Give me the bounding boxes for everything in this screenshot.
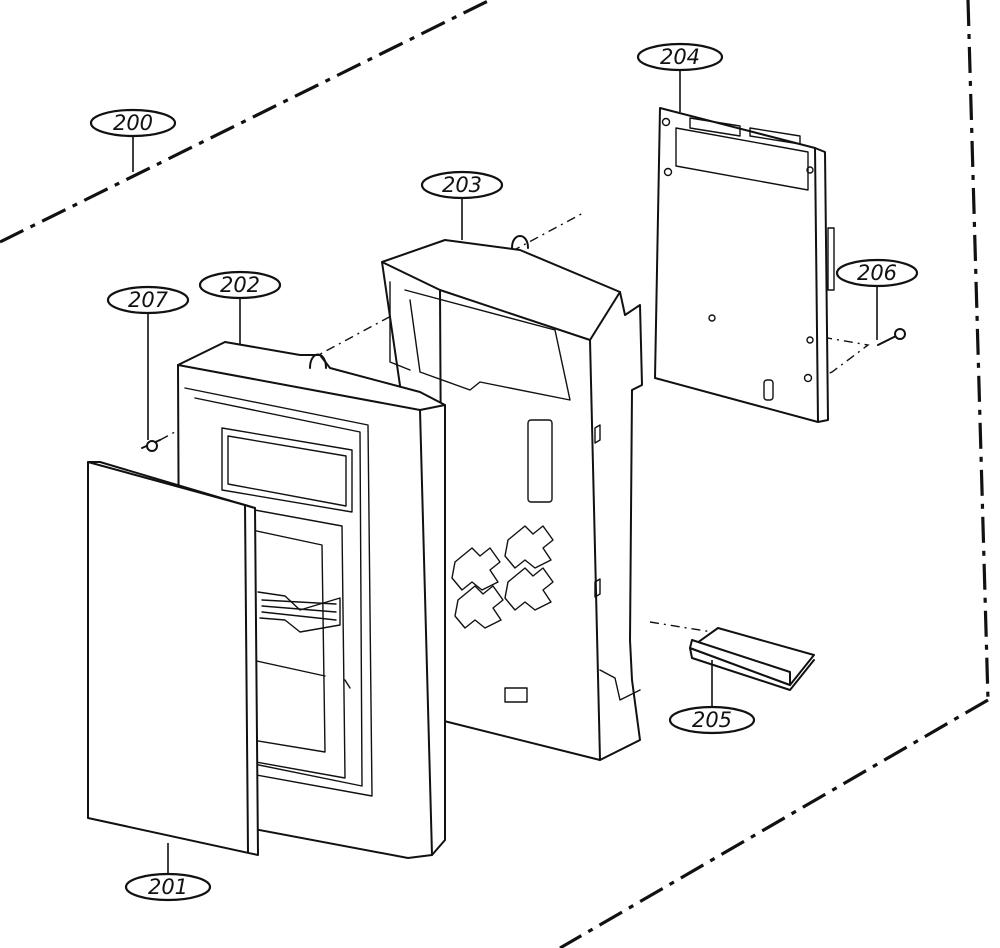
control-panel-frame <box>381 235 643 761</box>
pcb-assembly <box>654 107 835 423</box>
front-panel <box>87 461 259 856</box>
callout-205-label: 205 <box>692 708 732 732</box>
callout-204: 204 <box>636 42 724 72</box>
callout-207: 207 <box>106 285 190 315</box>
screw-207 <box>141 439 161 452</box>
callout-201-label: 201 <box>148 875 188 899</box>
leader-lines <box>132 70 878 876</box>
callout-207-label: 207 <box>128 288 169 312</box>
callout-203-label: 203 <box>442 173 482 197</box>
callout-206: 206 <box>835 258 919 288</box>
callout-204-label: 204 <box>660 45 700 69</box>
callout-200: 200 <box>89 108 177 138</box>
screw-206 <box>877 328 906 346</box>
callout-203: 203 <box>420 170 504 200</box>
callout-202-label: 202 <box>220 273 260 297</box>
callout-202: 202 <box>198 270 282 300</box>
battery-pack <box>689 627 815 691</box>
callout-206-label: 206 <box>857 261 897 285</box>
callout-200-label: 200 <box>113 111 153 135</box>
callout-205: 205 <box>668 705 756 735</box>
callout-201: 201 <box>124 872 212 902</box>
